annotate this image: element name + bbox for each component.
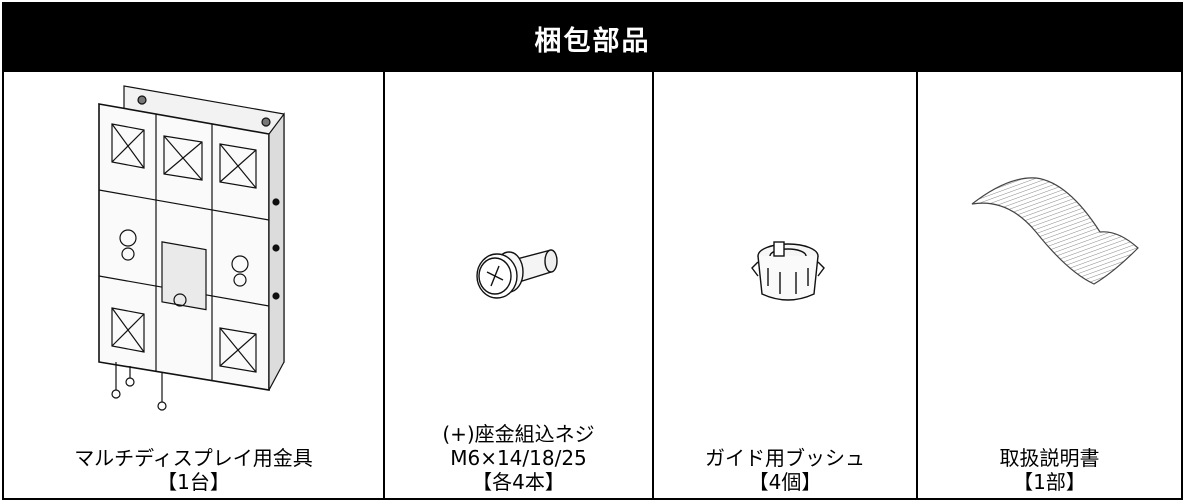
part-cell-bracket: マルチディスプレイ用金具 【1台】 [4,72,385,498]
parts-row: マルチディスプレイ用金具 【1台】 [4,72,1181,498]
part-label-line: マルチディスプレイ用金具 [74,446,313,470]
multi-display-bracket-icon [98,85,285,411]
part-cell-screw: (+)座金組込ネジ M6×14/18/25 【各4本】 [385,72,654,498]
part-label-line: ガイド用ブッシュ [705,446,865,470]
part-label-manual: 取扱説明書 【1部】 [918,446,1181,494]
guide-bushing-icon [751,241,825,301]
part-label-line: 【1台】 [157,470,230,494]
part-label-line: M6×14/18/25 [450,446,587,470]
part-label-bushing: ガイド用ブッシュ 【4個】 [654,446,916,494]
part-label-line: 【1部】 [1013,470,1086,494]
header-title: 梱包部品 [534,25,651,57]
part-cell-bushing: ガイド用ブッシュ 【4個】 [654,72,918,498]
part-cell-manual: 取扱説明書 【1部】 [918,72,1181,498]
part-label-bracket: マルチディスプレイ用金具 【1台】 [4,446,383,494]
part-label-line: 【4個】 [748,470,822,494]
part-label-line: 【各4本】 [472,470,565,494]
bracket-illustration [4,72,383,498]
bushing-illustration [654,72,916,498]
washer-screw-icon [476,249,558,299]
manual-illustration [918,72,1181,498]
part-label-line: 取扱説明書 [999,446,1100,470]
part-label-screw: (+)座金組込ネジ M6×14/18/25 【各4本】 [385,422,652,494]
screw-illustration [385,72,652,498]
part-label-line: (+)座金組込ネジ [442,422,595,446]
instruction-manual-icon [971,177,1139,285]
table-header: 梱包部品 [4,4,1181,72]
